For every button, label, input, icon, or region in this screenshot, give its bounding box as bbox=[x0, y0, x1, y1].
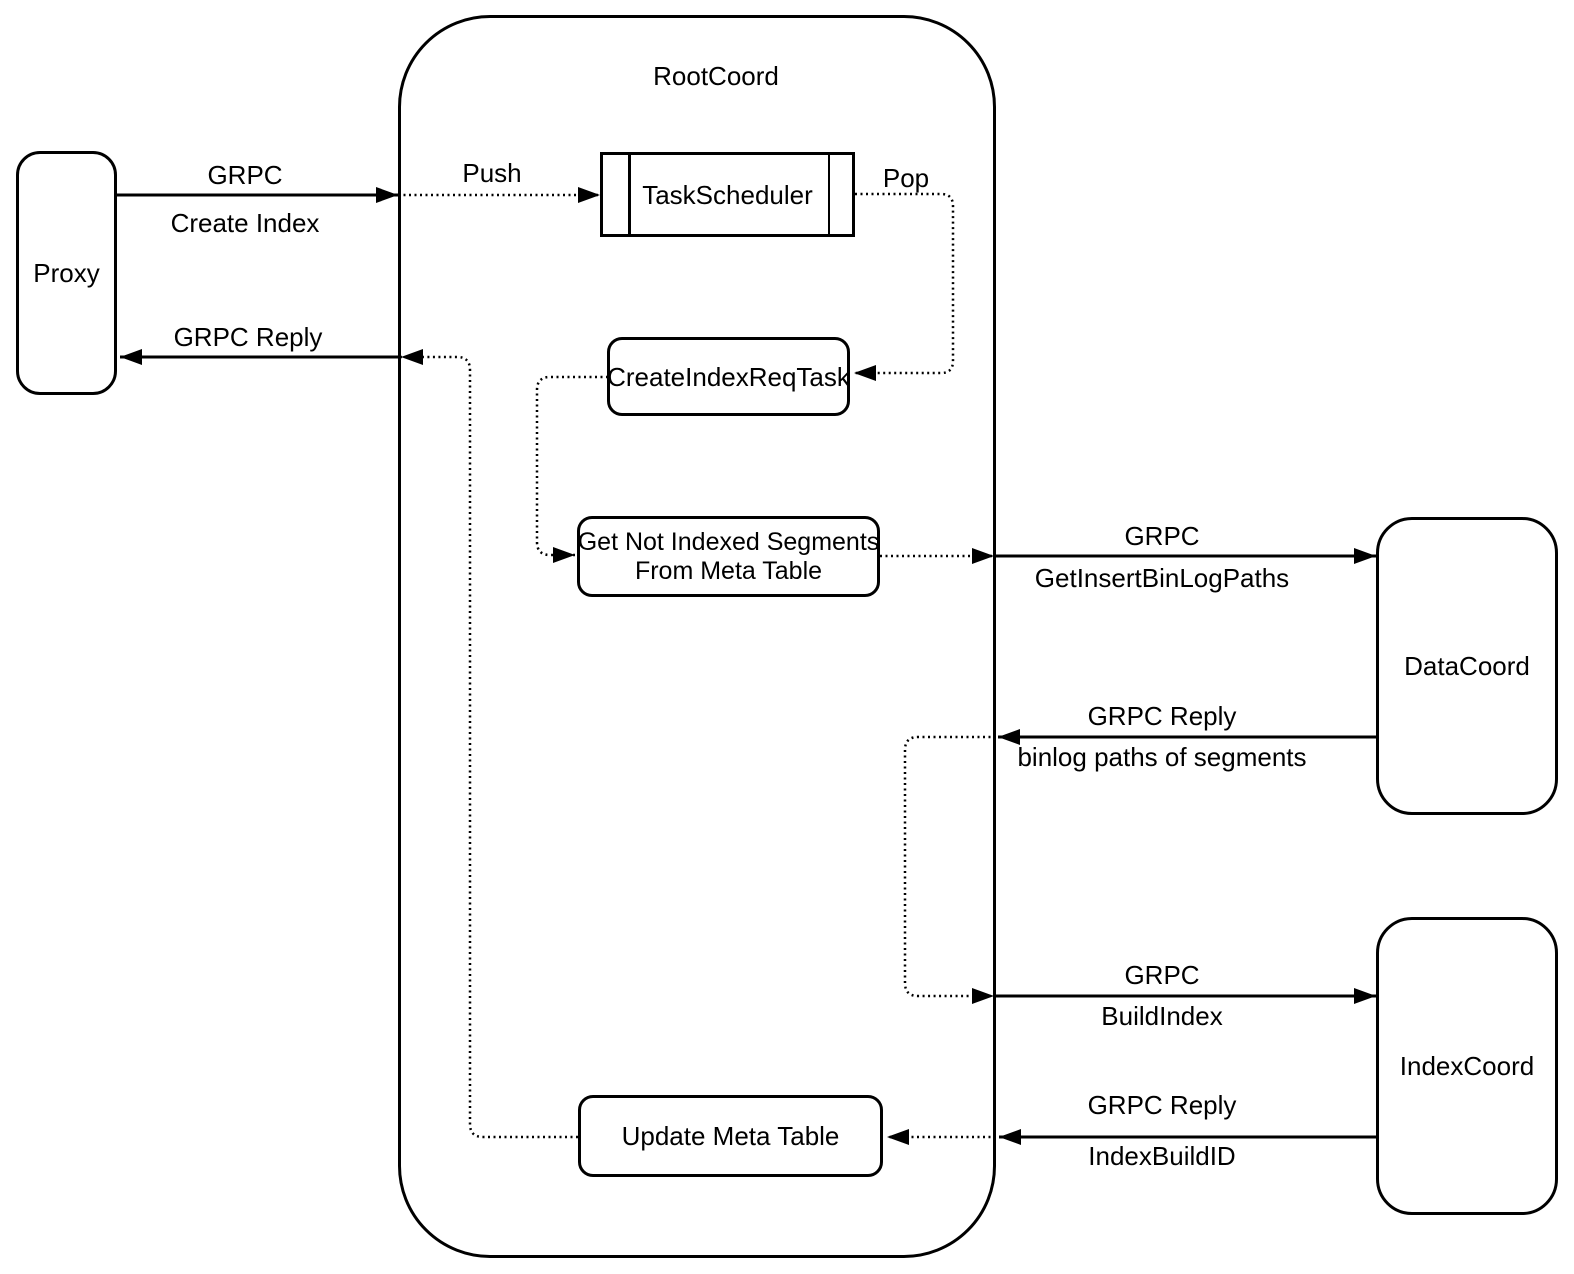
proxy-label: Proxy bbox=[33, 258, 100, 288]
grpc-getinsertbinlogpaths-label-line2: GetInsertBinLogPaths bbox=[1034, 563, 1290, 593]
edge-update-meta-to-reply bbox=[401, 349, 578, 1139]
create-index-req-task-node: CreateIndexReqTask bbox=[607, 337, 850, 416]
pop-label: Pop bbox=[882, 163, 930, 193]
grpc-reply-binlog-label-line2: binlog paths of segments bbox=[1017, 742, 1307, 772]
update-meta-table-node: Update Meta Table bbox=[578, 1095, 883, 1177]
grpc-reply-binlog-label-line1: GRPC Reply bbox=[1087, 701, 1237, 731]
task-scheduler-label: TaskScheduler bbox=[642, 179, 813, 210]
rootcoord-title: RootCoord bbox=[653, 61, 779, 91]
edge-pop bbox=[854, 192, 955, 381]
task-scheduler-node: TaskScheduler bbox=[600, 152, 855, 237]
grpc-reply-indexbuildid-label-line2: IndexBuildID bbox=[1088, 1141, 1236, 1171]
update-meta-table-label: Update Meta Table bbox=[621, 1121, 840, 1151]
edge-get-not-indexed bbox=[535, 375, 608, 563]
create-index-req-task-label: CreateIndexReqTask bbox=[607, 361, 850, 392]
rootcoord-container bbox=[398, 15, 996, 1258]
grpc-reply-proxy-label: GRPC Reply bbox=[173, 322, 323, 352]
get-not-indexed-segments-node: Get Not Indexed Segments From Meta Table bbox=[577, 516, 880, 597]
datacoord-node: DataCoord bbox=[1376, 517, 1558, 815]
get-not-indexed-line2: From Meta Table bbox=[634, 556, 823, 585]
grpc-getinsertbinlogpaths-label-line1: GRPC bbox=[1124, 521, 1200, 551]
grpc-buildindex-label-line2: BuildIndex bbox=[1101, 1001, 1223, 1031]
task-scheduler-left-bar bbox=[628, 155, 631, 234]
proxy-node: Proxy bbox=[16, 151, 117, 395]
grpc-buildindex-label-line1: GRPC bbox=[1124, 960, 1200, 990]
task-scheduler-right-bar bbox=[827, 155, 830, 234]
grpc-create-index-label-line1: GRPC bbox=[207, 160, 283, 190]
grpc-reply-indexbuildid-label-line1: GRPC Reply bbox=[1087, 1090, 1237, 1120]
push-label: Push bbox=[462, 158, 522, 188]
datacoord-label: DataCoord bbox=[1404, 651, 1530, 681]
indexcoord-label: IndexCoord bbox=[1399, 1051, 1535, 1081]
get-not-indexed-line1: Get Not Indexed Segments bbox=[577, 527, 880, 556]
edge-binlog-to-buildindex bbox=[903, 735, 996, 1004]
grpc-create-index-label-line2: Create Index bbox=[170, 208, 320, 238]
indexcoord-node: IndexCoord bbox=[1376, 917, 1558, 1215]
